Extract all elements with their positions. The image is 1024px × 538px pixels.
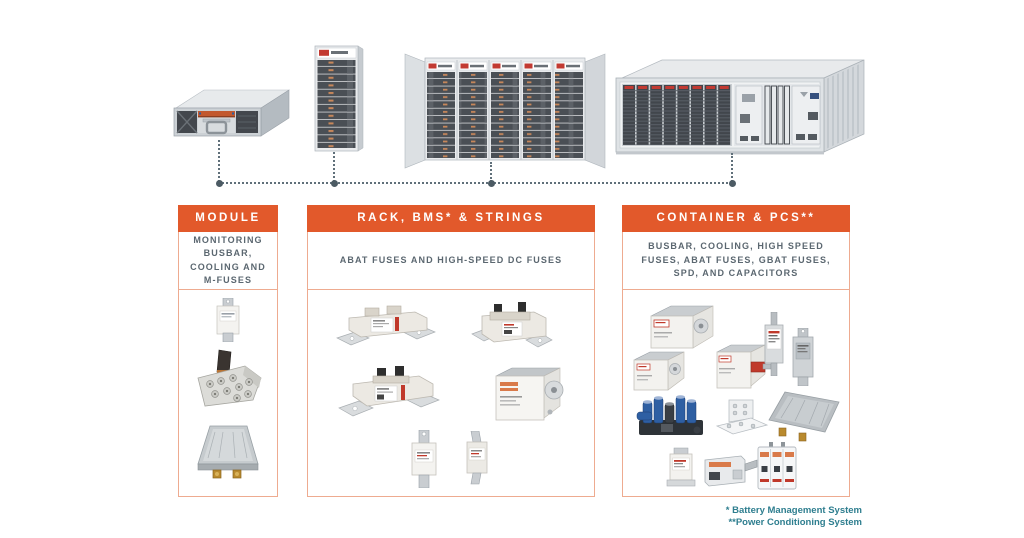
panel-module: MODULE MONITORING BUSBAR, COOLING AND M-… [178, 205, 278, 497]
cooling-plate-image [195, 422, 261, 484]
panel-container-pcs: CONTAINER & PCS** BUSBAR, COOLING, HIGH … [622, 205, 850, 497]
nh-blade-fuse-image [761, 312, 787, 376]
panel-container-products [623, 290, 849, 496]
fuse-holder-image [701, 452, 759, 488]
footnote-bms: * Battery Management System [725, 505, 862, 516]
nh-fuse-image [790, 328, 816, 386]
m-fuse-image [215, 298, 241, 342]
connector-node-module [215, 179, 223, 187]
dc-fuse-small-1-image [408, 430, 440, 488]
connector-container-line [731, 153, 733, 182]
panel-module-subtitle: MONITORING BUSBAR, COOLING AND M-FUSES [179, 232, 277, 290]
panel-container-subtitle: BUSBAR, COOLING, HIGH SPEED FUSES, ABAT … [623, 232, 849, 290]
dc-fuse-small-2-image [461, 431, 493, 485]
panel-rack-products [308, 290, 594, 496]
footnotes: * Battery Management System **Power Cond… [726, 505, 862, 529]
connector-node-rack [330, 179, 338, 187]
battery-rack-image [312, 44, 366, 152]
abat-fuse-3-image [337, 364, 441, 426]
busbar-bracket-image [713, 394, 771, 438]
gbat-fuse-small-image [630, 346, 688, 392]
panel-module-products [179, 290, 277, 496]
connector-node-container [728, 179, 736, 187]
battery-module-image [172, 82, 294, 142]
footnote-pcs: **Power Conditioning System [728, 516, 862, 528]
capacitor-bank-image [635, 392, 707, 440]
abat-fuse-1-image [335, 304, 437, 354]
small-fuse-image [665, 446, 697, 488]
connector-module-line [218, 140, 220, 182]
busbar-image [193, 348, 265, 412]
panel-rack-bms-strings: RACK, BMS* & STRINGS ABAT FUSES AND HIGH… [307, 205, 595, 497]
gbat-fuse-large-image [645, 300, 717, 350]
connector-strings-line [490, 162, 492, 182]
connector-horizontal-line [219, 182, 732, 184]
high-speed-fuse-microswitch-image [711, 340, 773, 392]
container-cooling-plate-image [765, 388, 845, 444]
battery-strings-image [403, 42, 607, 170]
surge-protection-device-image [755, 442, 799, 492]
connector-rack-line [333, 152, 335, 182]
abat-fuse-2-image [470, 298, 554, 360]
panel-rack-title: RACK, BMS* & STRINGS [307, 205, 595, 232]
panel-container-title: CONTAINER & PCS** [622, 205, 850, 232]
panel-rack-subtitle: ABAT FUSES AND HIGH-SPEED DC FUSES [308, 232, 594, 290]
connector-node-strings [487, 179, 495, 187]
high-speed-dc-fuse-image [488, 362, 566, 426]
panel-module-title: MODULE [178, 205, 278, 232]
container-pcs-image [612, 56, 874, 166]
